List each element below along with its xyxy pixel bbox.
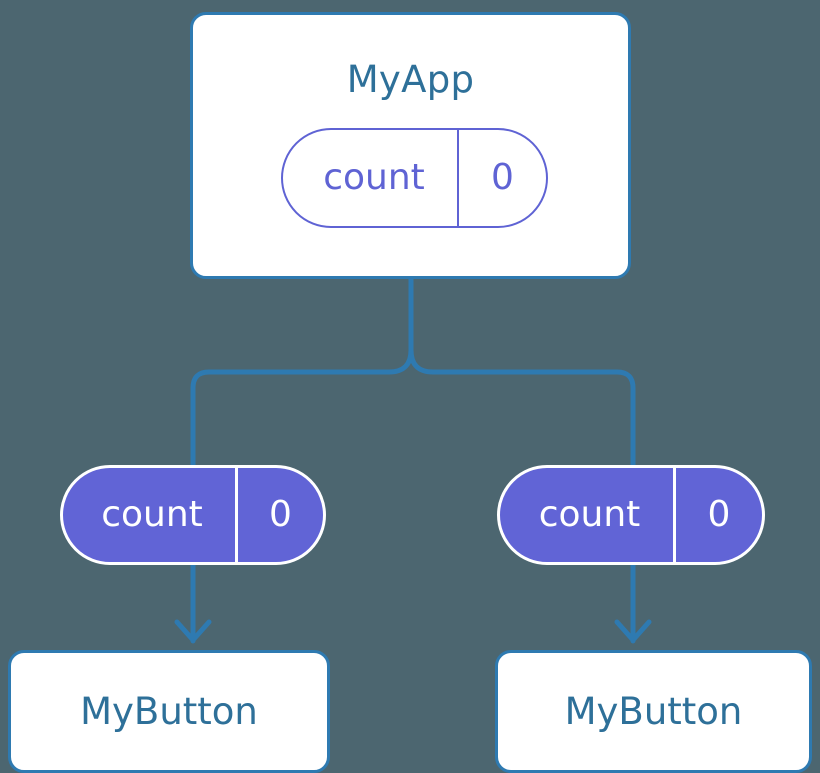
- arrow-head-right-icon: [614, 619, 652, 643]
- state-pill-child-right[interactable]: count 0: [497, 465, 765, 565]
- connector-branch-left: [190, 369, 392, 469]
- component-title-myapp: MyApp: [346, 58, 475, 101]
- state-value-child-right: 0: [707, 494, 731, 535]
- state-value-child-left: 0: [269, 494, 292, 535]
- component-card-mybutton-right[interactable]: MyButton: [495, 650, 812, 773]
- component-card-myapp[interactable]: MyApp count 0: [190, 12, 631, 279]
- state-key-myapp: count: [283, 130, 459, 226]
- connector-split-left: [386, 347, 414, 375]
- state-value-myapp: 0: [491, 157, 514, 198]
- connector-split-right: [408, 347, 436, 375]
- component-card-mybutton-left[interactable]: MyButton: [8, 650, 330, 773]
- state-key-child-right: count: [500, 468, 676, 562]
- state-key-child-left: count: [63, 468, 238, 562]
- connector-branch-right: [430, 369, 636, 469]
- state-pill-myapp[interactable]: count 0: [281, 128, 548, 228]
- component-title-mybutton-right: MyButton: [564, 690, 743, 733]
- component-title-mybutton-left: MyButton: [80, 690, 258, 733]
- arrow-head-left-icon: [174, 619, 212, 643]
- state-pill-child-left[interactable]: count 0: [60, 465, 326, 565]
